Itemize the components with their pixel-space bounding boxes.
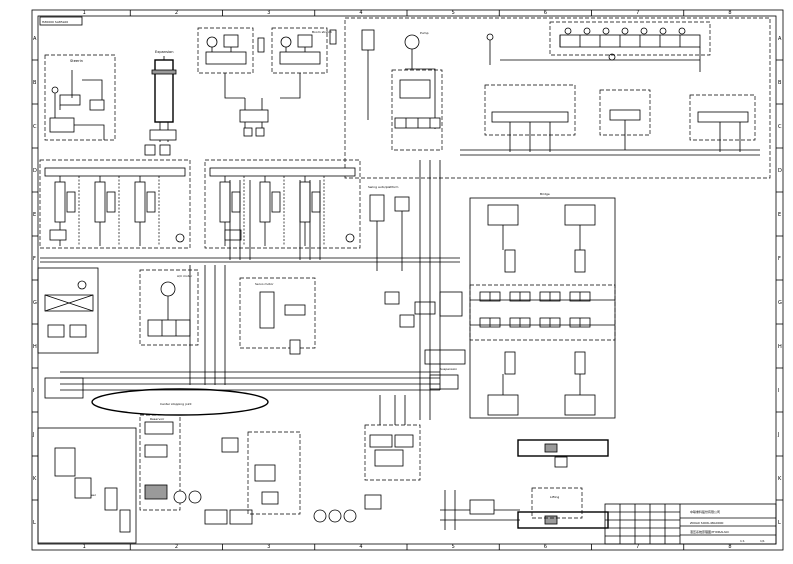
title-name: 液压系统原理图/HYDRAULIC (690, 529, 729, 534)
grid-row-label: G (778, 300, 782, 306)
swing-platform: Swing auto/platform (368, 185, 410, 271)
expansion-cylinder: Expansion (144, 50, 177, 156)
bridge-label: Bridge (540, 192, 550, 196)
steering-label: Steerin (70, 59, 83, 63)
grid-col-label: 3 (267, 10, 270, 16)
filter-label: Steer (88, 493, 97, 497)
grid-row-label: K (33, 476, 37, 482)
bottom-pumps: Reservoir (150, 395, 421, 525)
valve-bank-middle (204, 159, 361, 249)
valve-groups-right (460, 84, 760, 156)
servo-block: Servo motor (239, 277, 316, 355)
grid-col-label: 4 (359, 10, 362, 16)
expansion-label: Expansion (155, 50, 174, 54)
grid-row-label: D (778, 168, 782, 174)
title-company: 中联重科股份有限公司 (690, 509, 720, 514)
grid-col-label: 7 (636, 544, 639, 550)
grid-row-label: D (33, 168, 37, 174)
grid-col-label: 2 (175, 10, 178, 16)
grid-col-label: 6 (544, 10, 547, 16)
grid-row-label: B (778, 80, 782, 86)
center-stopping-joint: Center stopping joint (91, 388, 269, 416)
grid-row-label: A (33, 36, 37, 42)
manifold-top (489, 21, 711, 72)
grid-row-label: J (777, 432, 779, 438)
title-tag-box (39, 16, 83, 26)
grid-row-label: L (778, 520, 781, 526)
grid-row-label: F (778, 256, 781, 262)
suspension-label: Suspension (440, 367, 457, 371)
grid-col-label: 4 (359, 544, 362, 550)
grid-row-label: C (778, 124, 782, 130)
grid-row-label: J (32, 432, 34, 438)
grid-col-label: 5 (452, 10, 455, 16)
bridge-system: Bridge (469, 192, 616, 419)
grid-row-label: K (778, 476, 782, 482)
grid-rows-left: A B C D E F G H I J K L (32, 36, 38, 526)
title-scale: 1:1 (740, 539, 745, 543)
swing-label: Swing auto/platform (368, 185, 399, 189)
bottom-left-group (37, 414, 181, 544)
left-pump-station: Steer (37, 267, 99, 497)
center-valves: Suspension (384, 291, 466, 390)
grid-row-label: L (33, 520, 36, 526)
bottom-right-cylinders: Lifting (440, 439, 609, 530)
title-tag: HZ0000 SA85L00 (42, 20, 68, 24)
grid-col-label: 6 (544, 544, 547, 550)
ac-motor-label: A/C motor (177, 274, 193, 278)
lifting-label: Lifting (550, 495, 559, 499)
grid-row-label: I (778, 388, 779, 394)
ac-motor: A/C motor (139, 269, 199, 346)
grid-row-label: A (778, 36, 782, 42)
grid-row-label: I (33, 388, 34, 394)
grid-row-label: B (33, 80, 37, 86)
center-pipe-label: Center stopping joint (160, 402, 192, 406)
grid-columns-top: 1 2 3 4 5 6 7 8 (83, 10, 732, 16)
grid-columns-bottom: 1 2 3 4 5 6 7 8 (83, 544, 732, 550)
grid-col-label: 2 (175, 544, 178, 550)
grid-col-label: 1 (83, 10, 86, 16)
pipe-bus (40, 160, 460, 420)
grid-row-label: H (778, 344, 782, 350)
grid-row-label: C (33, 124, 37, 130)
grid-col-label: 1 (83, 544, 86, 550)
pump-block: Pump (344, 17, 771, 179)
grid-col-label: 8 (728, 10, 731, 16)
grid-col-label: 3 (267, 544, 270, 550)
grid-col-label: 5 (452, 544, 455, 550)
grid-rows-right: A B C D E F G H I J K L (776, 36, 783, 526)
steering-block: Steerin (44, 54, 116, 141)
pump-label: Pump (420, 31, 429, 35)
title-drawing-no: Z00A0 SO06-48A0000 (690, 521, 724, 525)
title-sheet: 1/1 (760, 539, 765, 543)
grid-row-label: E (778, 212, 781, 218)
valve-bank-left (39, 159, 191, 249)
grid-row-label: F (33, 256, 36, 262)
grid-col-label: 7 (636, 10, 639, 16)
boom-stretch-label: Boom stretch (312, 30, 332, 34)
grid-row-label: H (33, 344, 37, 350)
lifting-valves: Boom stretch (197, 27, 337, 137)
title-block: 中联重科股份有限公司 Z00A0 SO06-48A0000 液压系统原理图/HY… (604, 503, 777, 545)
reservoir-label: Reservoir (150, 417, 165, 421)
servo-label: Servo motor (255, 282, 274, 286)
grid-row-label: G (33, 300, 37, 306)
grid-row-label: E (33, 212, 36, 218)
grid-col-label: 8 (728, 544, 731, 550)
